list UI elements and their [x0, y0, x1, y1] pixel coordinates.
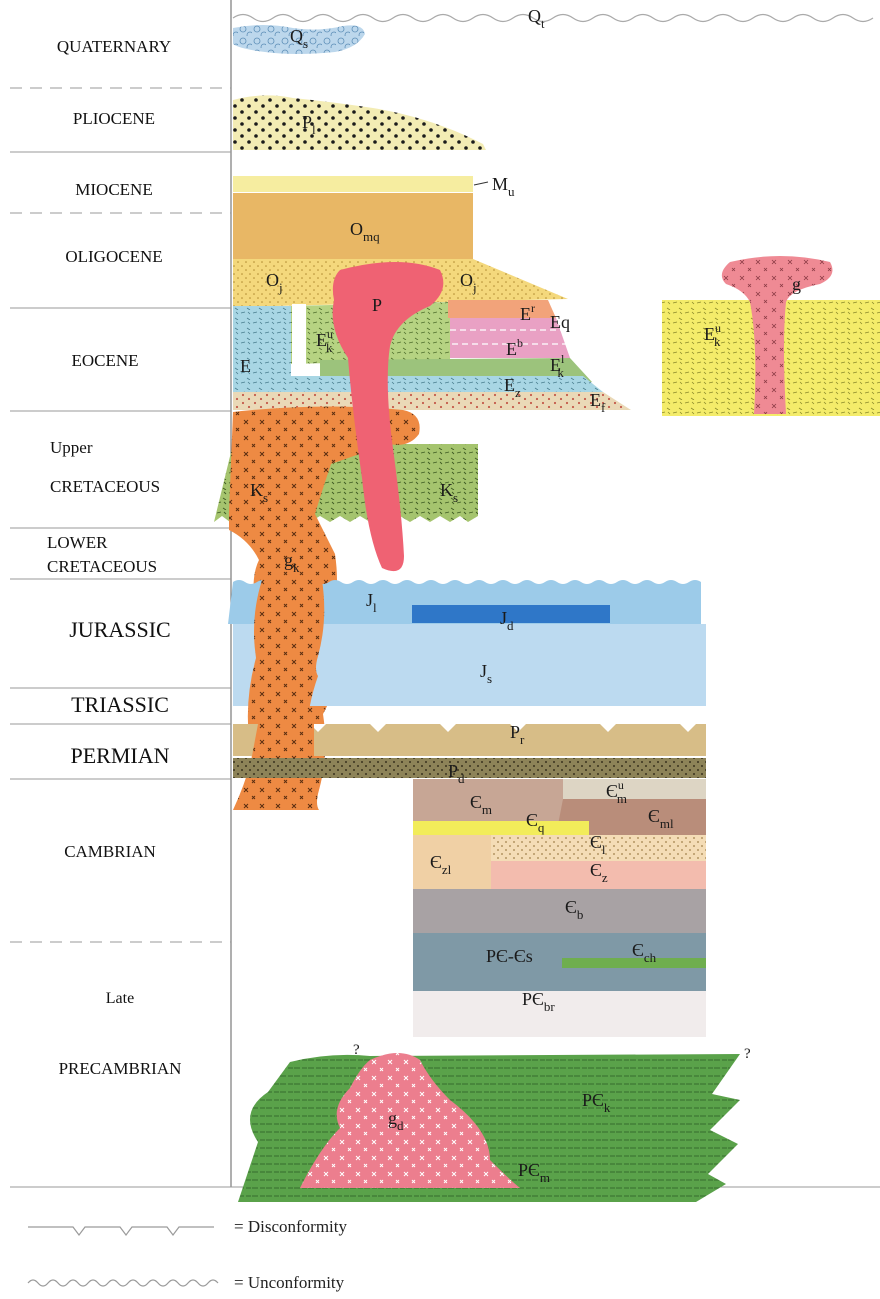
legend: [28, 1227, 218, 1286]
question-mark: ?: [353, 1042, 360, 1058]
period-label: PERMIAN: [70, 743, 169, 768]
unit-czl: [413, 835, 491, 889]
unconformity-label: = Unconformity: [234, 1273, 345, 1292]
unit-label: Qt: [528, 6, 545, 31]
question-mark: ?: [744, 1046, 751, 1062]
disconformity-label: = Disconformity: [234, 1217, 347, 1236]
strata: [214, 15, 880, 1203]
unit-label: PЄ-Єs: [486, 946, 533, 966]
period-label: Upper: [50, 438, 93, 457]
period-label: EOCENE: [71, 351, 138, 370]
unit-qt-wavy: [233, 15, 873, 22]
unit-cq: [413, 821, 589, 835]
unit-label: Mu: [492, 174, 515, 199]
unit-label: g: [792, 274, 801, 294]
unit-cb: [413, 889, 706, 933]
period-labels: QUATERNARY PLIOCENE MIOCENE OLIGOCENE EOCENE…: [47, 37, 181, 1078]
period-label: LOWER: [47, 533, 108, 552]
unit-label: E: [240, 356, 251, 376]
period-label: CAMBRIAN: [64, 842, 156, 861]
legend-text: = Disconformity = Unconformity: [234, 1217, 347, 1292]
period-label: TRIASSIC: [71, 692, 169, 717]
period-label: Late: [106, 990, 134, 1007]
period-label: PLIOCENE: [73, 109, 155, 128]
unit-label: Eq: [550, 312, 570, 332]
period-label: QUATERNARY: [57, 37, 171, 56]
unit-pd: [233, 758, 706, 778]
period-label: JURASSIC: [69, 617, 170, 642]
unit-cmu: [563, 779, 706, 799]
unit-label: P: [372, 295, 382, 315]
period-label: CRETACEOUS: [50, 477, 160, 496]
period-label: PRECAMBRIAN: [59, 1059, 182, 1078]
unconformity-symbol: [28, 1280, 218, 1286]
unit-pl: [233, 95, 486, 150]
unit-er: [448, 300, 556, 318]
disconformity-symbol: [28, 1227, 214, 1235]
unit-pc-br: [413, 991, 706, 1037]
period-label: CRETACEOUS: [47, 557, 157, 576]
period-label: OLIGOCENE: [65, 247, 162, 266]
unit-mu: [233, 176, 473, 192]
unit-ez: [233, 376, 603, 394]
period-label: MIOCENE: [75, 180, 152, 199]
